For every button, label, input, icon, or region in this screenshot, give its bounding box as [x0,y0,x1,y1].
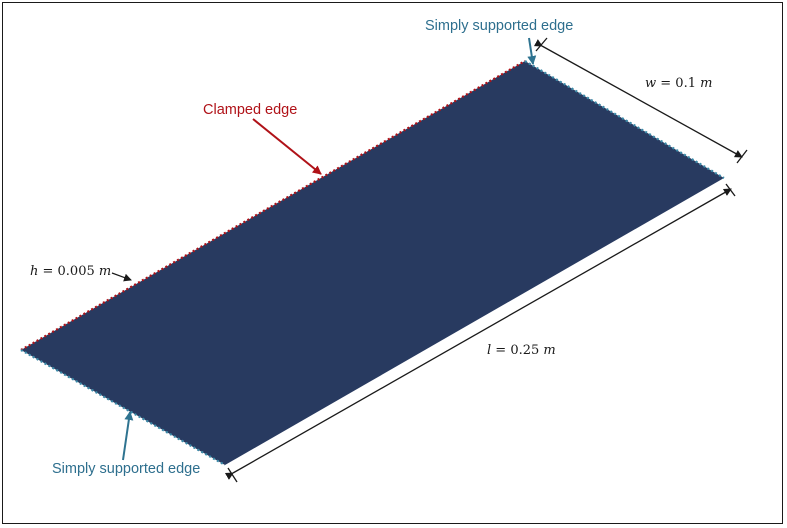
length-dimension [224,183,736,483]
simply-supported-top-arrow [527,37,537,65]
clamped-edge-label: Clamped edge [203,102,298,118]
simply-supported-top-label: Simply supported edge [425,18,574,34]
simply-supported-bottom-label: Simply supported edge [52,461,201,477]
length-unit: m [543,343,556,358]
plate [21,61,724,465]
thickness-pointer [111,272,132,282]
length-var: l [487,343,492,358]
width-unit: m [700,76,713,91]
thickness-unit: m [98,264,112,279]
simply-supported-bottom-arrow [122,411,134,461]
simply-supported-edge-bottom [20,349,226,466]
width-eq: = 0.1 [656,76,701,91]
length-label: l = 0.25 m [487,343,556,358]
thickness-eq: = 0.005 [38,264,99,279]
clamped-arrow [252,118,322,175]
length-eq: = 0.25 [491,343,544,358]
width-var: w [645,76,657,91]
width-dimension [533,37,748,164]
thickness-label: h = 0.005 m [30,264,111,279]
thickness-var: h [30,264,39,279]
width-label: w = 0.1 m [645,76,712,91]
